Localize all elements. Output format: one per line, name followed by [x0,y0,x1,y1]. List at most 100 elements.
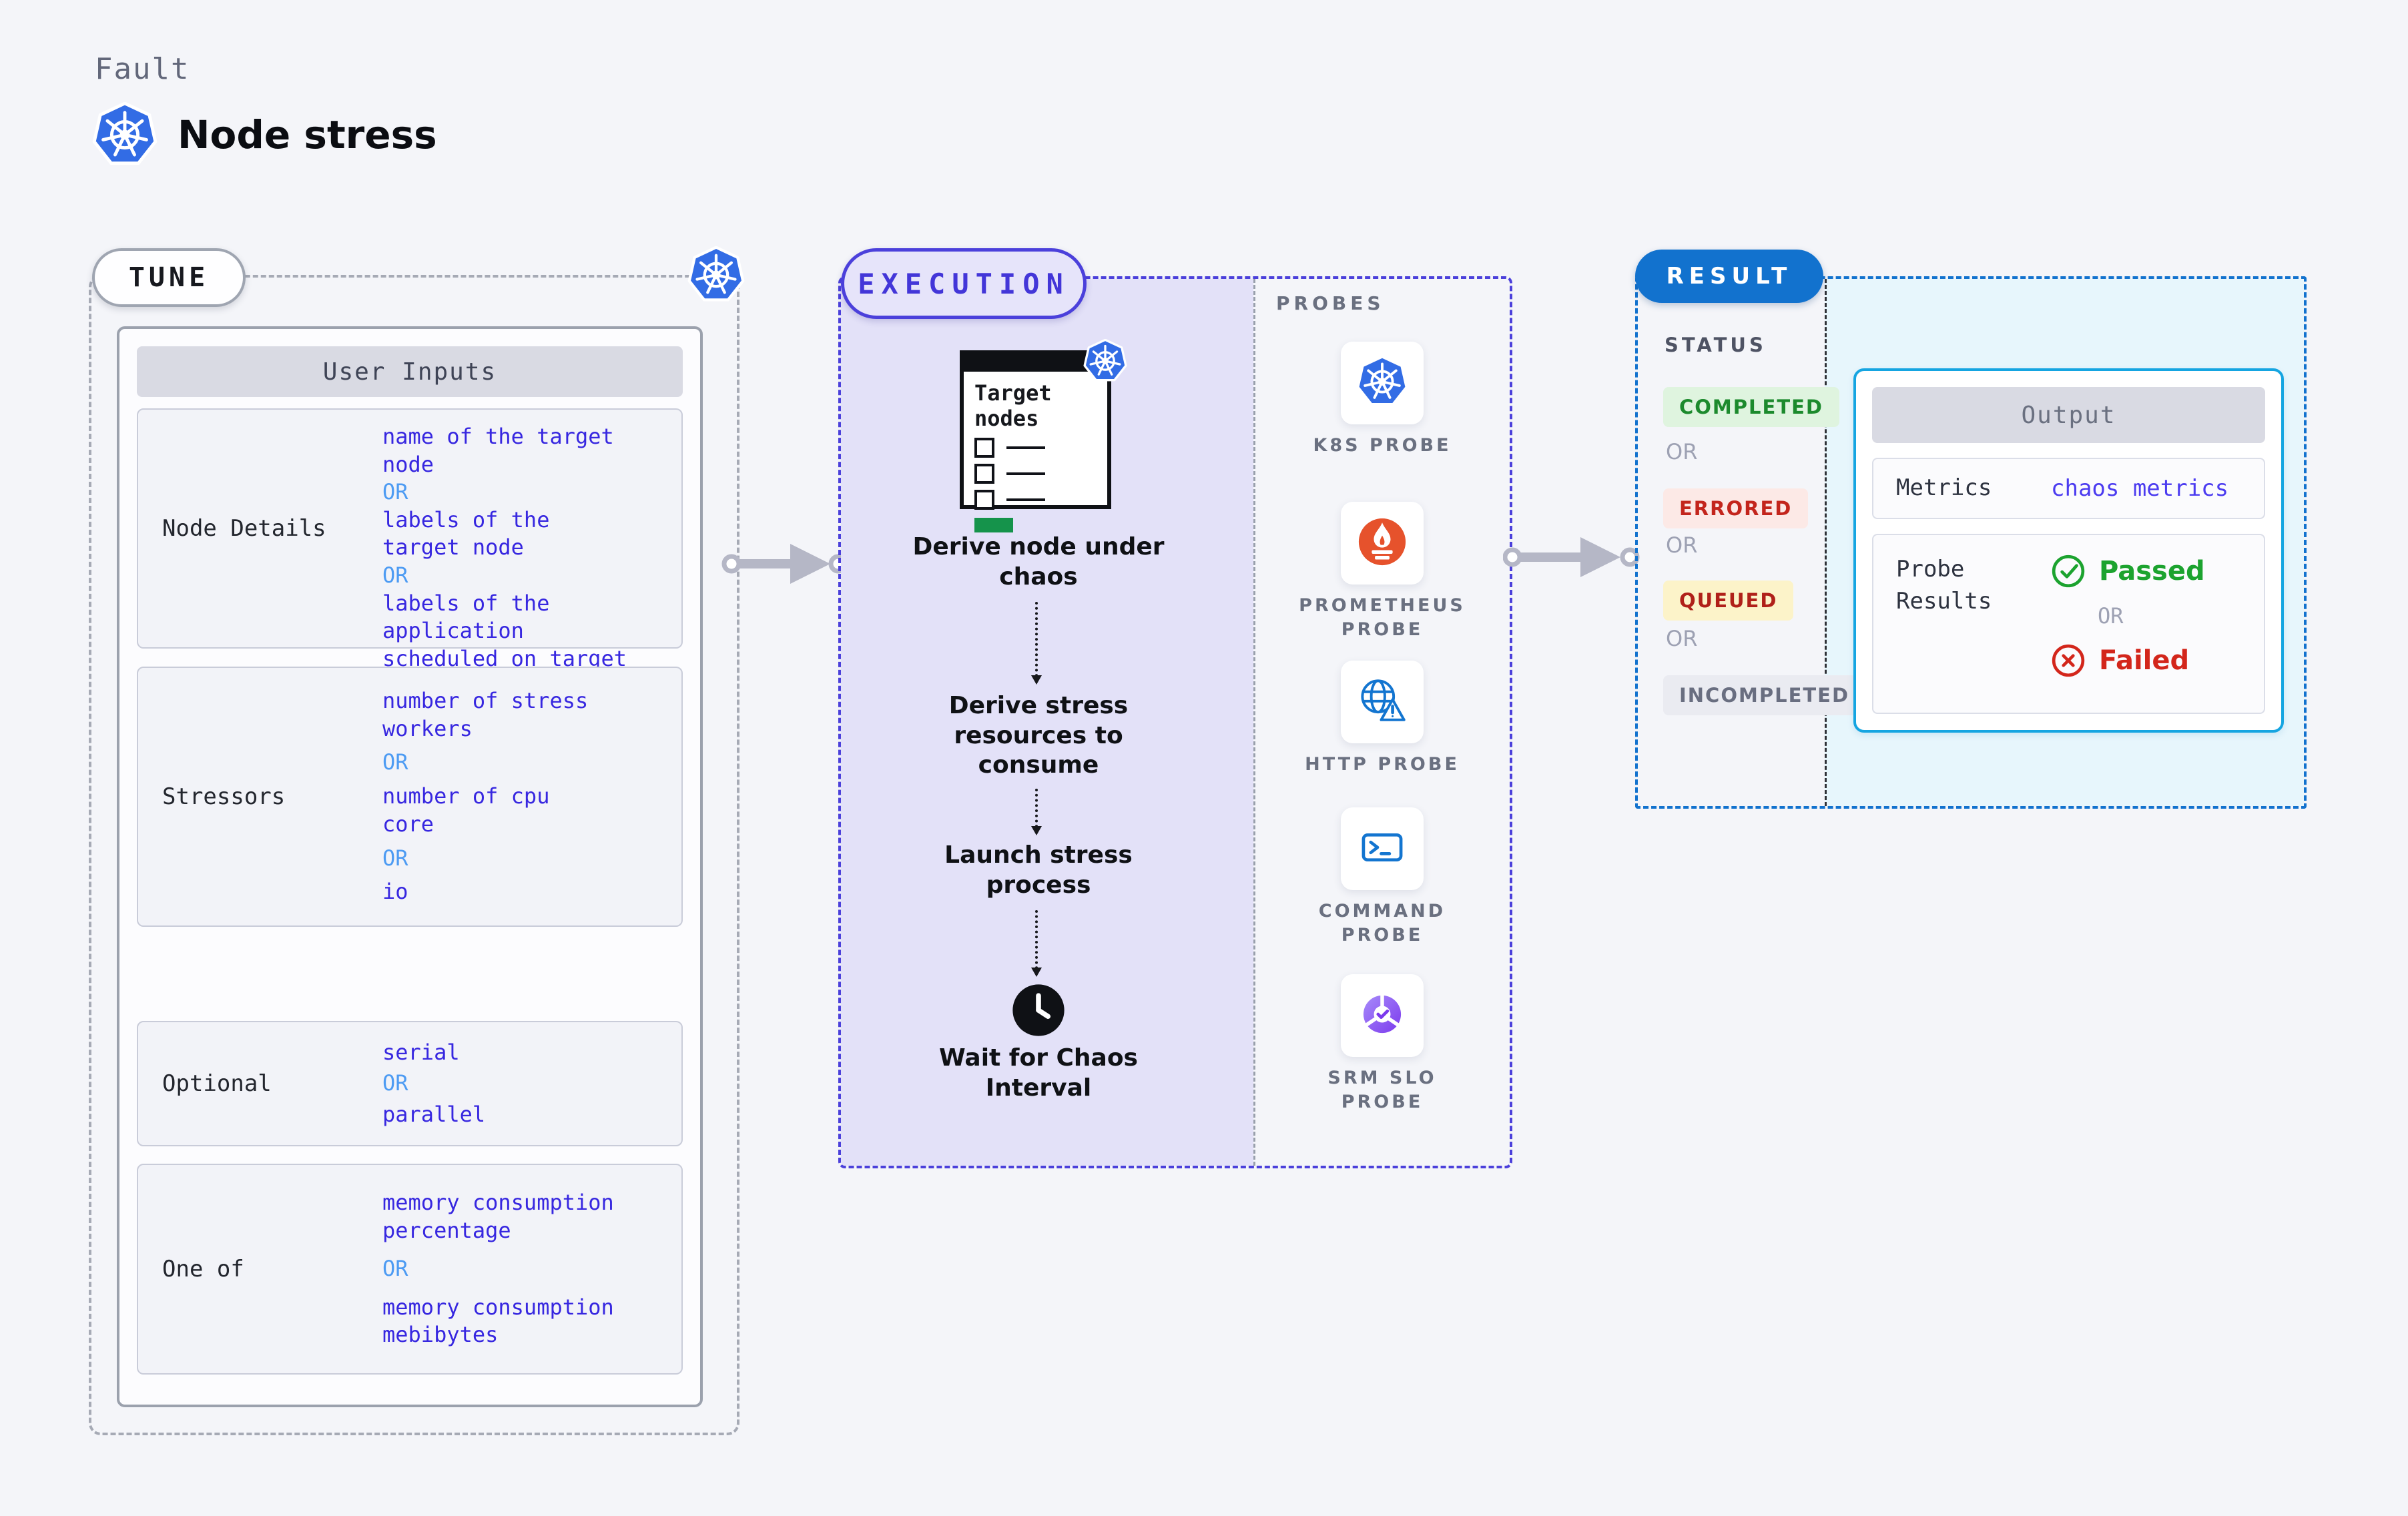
page-title-row: Node stress [92,101,437,168]
passed-text: Passed [2099,556,2205,587]
card-titlebar [964,354,1107,372]
line-placeholder [1006,446,1045,449]
tune-section-box [89,275,739,1435]
input-option: parallel [382,1101,486,1127]
line-placeholder [1006,472,1045,475]
row-label: Stressors [162,783,286,810]
status-badge-incompleted: INCOMPLETED [1663,675,1866,715]
green-button-placeholder [974,517,1013,532]
probe-card [1341,661,1424,743]
or-separator: OR [382,845,408,871]
probe-caption: SRM SLO PROBE [1327,1068,1437,1112]
probe-results-values: Passed OR Failed [2051,554,2264,694]
flow-step-derive-node: Derive node under chaos [912,533,1165,591]
execution-to-result-arrow [1503,537,1640,577]
row-values: number of stress workers OR number of cp… [382,668,681,925]
node-checklist-row [974,463,1107,484]
passed-result: Passed [2051,554,2264,589]
result-section-pill: RESULT [1635,250,1823,303]
probe-card [1341,502,1424,585]
failed-result: Failed [2051,643,2264,678]
input-option: labels of the target node [382,506,550,560]
probe-caption: COMMAND PROBE [1318,901,1446,945]
or-separator: OR [382,562,408,588]
page-title: Node stress [178,112,437,157]
kubernetes-icon [687,246,745,304]
probe-srm-slo: SRM SLO PROBE [1252,974,1512,1114]
or-separator: OR [2098,603,2124,629]
probe-card [1341,342,1424,424]
input-option: memory consumption mebibytes [382,1294,614,1348]
flow-arrow-down [1031,602,1042,685]
row-label: Node Details [162,515,326,542]
prometheus-probe-icon [1356,516,1408,571]
or-separator: OR [1666,532,1698,558]
row-label: One of [162,1256,244,1282]
execution-section-pill: EXECUTION [841,248,1087,319]
probe-prometheus: PROMETHEUS PROBE [1252,502,1512,641]
metrics-value: chaos metrics [2051,475,2229,502]
or-separator: OR [382,749,408,775]
input-option: name of the target node [382,424,614,477]
output-header: Output [1872,387,2265,443]
target-nodes-title: Target nodes [974,380,1052,431]
http-probe-icon [1356,675,1408,729]
input-option: number of cpu core [382,783,550,837]
kubernetes-icon [1083,338,1127,384]
line-placeholder [1006,498,1045,501]
status-label: STATUS [1665,334,1767,356]
probe-card [1341,974,1424,1057]
user-input-row-one-of: One of memory consumption percentage OR … [137,1164,683,1375]
input-option: number of stress workers [382,688,589,741]
k8s-probe-icon [1356,356,1408,410]
command-probe-icon [1356,821,1408,876]
metrics-label: Metrics [1896,474,1992,502]
x-circle-icon [2052,644,2085,677]
or-separator: OR [1666,439,1698,464]
probe-results-label: Probe Results [1896,556,1992,615]
failed-text: Failed [2099,645,2190,676]
user-input-row-node-details: Node Details name of the target node OR … [137,408,683,699]
kubernetes-icon [92,101,158,168]
user-input-row-stressors: Stressors number of stress workers OR nu… [137,667,683,927]
probe-caption: K8S PROBE [1313,435,1452,456]
clock-icon [1010,982,1067,1038]
row-values: serial OR parallel [382,1022,681,1145]
tune-to-execution-arrow [721,544,848,584]
row-values: name of the target node OR labels of the… [382,410,681,699]
flow-arrow-down [1031,789,1042,835]
probes-area [1253,279,1510,1166]
node-checklist-row [974,489,1107,510]
node-checklist-row [974,437,1107,458]
output-card: Output Metrics chaos metrics Probe Resul… [1853,368,2284,733]
status-badge-queued: QUEUED [1663,581,1794,621]
or-separator: OR [1666,626,1698,651]
user-input-row-optional: Optional serial OR parallel [137,1021,683,1146]
input-option: io [382,879,408,905]
status-badge-completed: COMPLETED [1663,387,1840,427]
probe-command: COMMAND PROBE [1252,807,1512,947]
srm-slo-probe-icon [1356,988,1408,1043]
metrics-row: Metrics chaos metrics [1872,458,2265,519]
probes-label: PROBES [1276,292,1385,314]
row-label: Optional [162,1070,272,1097]
flow-arrow-down [1031,910,1042,977]
or-separator: OR [382,1070,408,1096]
target-nodes-card: Target nodes [960,350,1111,532]
flow-step-wait-interval: Wait for Chaos Interval [939,1044,1138,1102]
probe-caption: PROMETHEUS PROBE [1299,595,1466,640]
checkbox-icon [974,437,994,458]
checkbox-icon [974,463,994,484]
checkbox-icon [974,489,994,510]
row-values: memory consumption percentage OR memory … [382,1165,681,1373]
or-separator: OR [382,479,408,505]
user-inputs-header: User Inputs [137,346,683,397]
user-inputs-panel: User Inputs Node Details name of the tar… [117,326,703,1407]
input-option: serial [382,1039,460,1065]
status-badge-errored: ERRORED [1663,488,1809,528]
probe-card [1341,807,1424,890]
probe-k8s: K8S PROBE [1252,342,1512,458]
input-option: memory consumption percentage [382,1190,614,1243]
probe-caption: HTTP PROBE [1305,754,1460,775]
